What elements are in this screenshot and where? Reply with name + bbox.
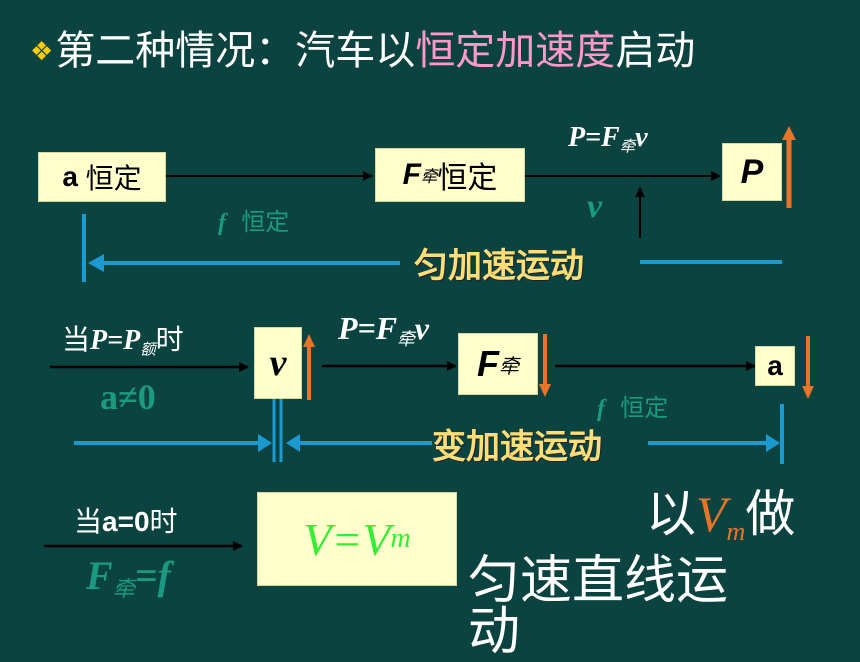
title-pre: 第二种情况：汽车以 [55, 28, 416, 74]
diamond-bullet-icon: ❖ [30, 37, 54, 67]
phase-uniform-accel: 匀加速运动 [414, 246, 584, 286]
page-title: ❖第二种情况：汽车以恒定加速度启动 [30, 18, 695, 76]
formula-p-fv-row2: P=F牵v [338, 310, 429, 350]
box-v: v [254, 327, 302, 399]
label-f-constant-row1: f 恒定 [218, 208, 290, 236]
cond-p-equals-rated: 当P=P额时 [62, 323, 184, 359]
result-line3: 动 [468, 602, 521, 662]
eq-f-traction-equals-f: F牵=f [86, 553, 171, 602]
label-v-row1: v [587, 188, 603, 225]
box-p: P [722, 143, 782, 201]
result-line2: 匀速直线运 [468, 551, 729, 611]
formula-p-fv-row1: P=F牵v [568, 122, 648, 156]
box-a-row2: a [755, 346, 795, 386]
cond-a-equals-zero: 当a=0时 [74, 505, 178, 538]
phase-variable-accel: 变加速运动 [432, 427, 602, 467]
result-line1: 以Vm做 [646, 485, 796, 547]
title-post: 启动 [615, 28, 696, 74]
label-a-not-zero: a≠0 [100, 377, 156, 417]
box-a-constant: a 恒定 [38, 152, 166, 202]
label-f-constant-row2: f 恒定 [597, 394, 669, 422]
title-highlight: 恒定加速度 [415, 28, 616, 74]
diagram-arrows [44, 126, 814, 551]
